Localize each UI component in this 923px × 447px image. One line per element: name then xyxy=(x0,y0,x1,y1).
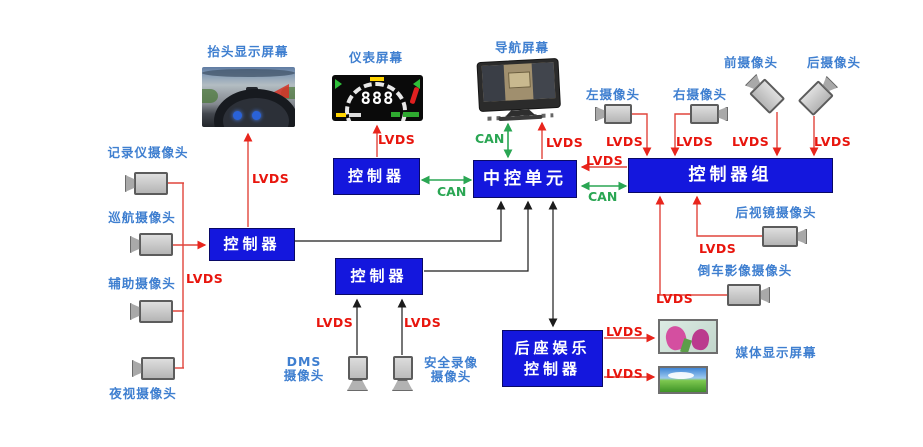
dms-camera-label-line1: DMS xyxy=(286,354,322,369)
lvds-label-instrument: LVDS xyxy=(378,132,416,147)
can-label-instrument: CAN xyxy=(437,184,467,199)
instrument-bottom-right-bar2 xyxy=(391,112,400,117)
navigation-center-view xyxy=(508,71,531,89)
navigation-right-panel xyxy=(531,62,556,100)
reverse-camera-label: 倒车影像摄像头 xyxy=(697,263,793,278)
instrument-left-indicator xyxy=(335,79,342,89)
reverse-camera-icon xyxy=(727,284,770,306)
right-camera-label: 右摄像头 xyxy=(672,87,727,102)
lvds-label-navigation: LVDS xyxy=(546,135,584,150)
lvds-label-dms: LVDS xyxy=(316,315,354,330)
lvds-label-front-camera: LVDS xyxy=(732,134,770,149)
dms-camera-label-line2: 摄像头 xyxy=(283,368,325,384)
instrument-bottom-left-bar2 xyxy=(349,113,361,117)
lvds-label-mirror: LVDS xyxy=(699,241,737,256)
cruise-camera-label: 巡航摄像头 xyxy=(108,210,176,225)
tulip-flower-2 xyxy=(690,327,711,352)
security-camera-icon xyxy=(392,356,413,391)
instrument-right-indicator xyxy=(413,79,420,89)
navigation-screen-label: 导航屏幕 xyxy=(494,40,549,55)
security-camera-label-line1: 安全录像 xyxy=(423,355,478,370)
lvds-label-hud: LVDS xyxy=(252,171,290,186)
navigation-left-panel xyxy=(481,64,506,102)
media-screen-tulips xyxy=(658,319,718,354)
night-vision-camera-icon xyxy=(132,357,175,380)
instrument-bottom-left-bar1 xyxy=(336,113,346,117)
rear-camera-label: 后摄像头 xyxy=(806,55,861,70)
landscape-cloud xyxy=(668,372,694,379)
lvds-label-media1: LVDS xyxy=(606,324,644,339)
instrument-bottom-right-bar1 xyxy=(403,112,419,117)
can-label-group: CAN xyxy=(588,189,618,204)
rear-entertainment-box: 后座娱乐 控制器 xyxy=(502,330,603,387)
lvds-label-reverse: LVDS xyxy=(656,291,694,306)
front-camera-icon xyxy=(743,72,786,115)
security-camera-label-line2: 摄像头 xyxy=(430,369,472,385)
navigation-screen-image xyxy=(476,57,561,123)
security-camera-label: 安全录像 摄像头 xyxy=(416,355,486,385)
lvds-label-security: LVDS xyxy=(404,315,442,330)
recorder-camera-label: 记录仪摄像头 xyxy=(107,145,189,160)
hud-steering-wheel xyxy=(214,89,295,127)
front-camera-label: 前摄像头 xyxy=(723,55,778,70)
instrument-speed-value: 888 xyxy=(360,89,395,109)
hud-cloud xyxy=(202,69,295,77)
hud-gauge-right xyxy=(252,111,261,120)
navigation-base xyxy=(498,114,543,122)
media-screen-landscape xyxy=(658,366,708,394)
dms-controller-text: 控制器 xyxy=(350,267,408,286)
can-label-navigation: CAN xyxy=(475,131,505,146)
instrument-controller-box: 控制器 xyxy=(333,158,420,195)
hud-gauge-left xyxy=(233,111,242,120)
mirror-camera-icon xyxy=(762,226,807,247)
assist-camera-label: 辅助摄像头 xyxy=(108,276,176,291)
central-unit-text: 中控单元 xyxy=(483,168,567,189)
hud-screen-label: 抬头显示屏幕 xyxy=(207,44,289,59)
left-camera-label: 左摄像头 xyxy=(585,87,640,102)
instrument-screen-image: 888 xyxy=(332,75,423,121)
night-vision-camera-label: 夜视摄像头 xyxy=(109,386,177,401)
instrument-speed-arc xyxy=(345,82,407,121)
hud-controller-box: 控制器 xyxy=(209,228,295,261)
mirror-camera-label: 后视镜摄像头 xyxy=(735,205,817,220)
instrument-top-bar xyxy=(370,77,384,81)
lvds-label-rear-camera: LVDS xyxy=(814,134,852,149)
right-camera-icon xyxy=(690,104,728,124)
controller-group-box: 控制器组 xyxy=(628,158,833,193)
left-camera-icon xyxy=(595,104,632,124)
lvds-label-left-cameras: LVDS xyxy=(186,271,224,286)
lvds-label-left-camera: LVDS xyxy=(606,134,644,149)
recorder-camera-icon xyxy=(125,172,168,195)
assist-camera-icon xyxy=(130,300,173,323)
central-unit-box: 中控单元 xyxy=(473,160,577,198)
lvds-label-media2: LVDS xyxy=(606,366,644,381)
hud-screen-image xyxy=(202,67,295,127)
hud-trees-left xyxy=(202,89,218,103)
cruise-camera-icon xyxy=(130,233,173,256)
controller-group-text: 控制器组 xyxy=(688,165,773,186)
dms-camera-label: DMS 摄像头 xyxy=(274,354,334,384)
lvds-label-group-to-central: LVDS xyxy=(586,153,624,168)
rear-camera-icon xyxy=(797,74,840,117)
lvds-label-right-camera: LVDS xyxy=(676,134,714,149)
media-screen-label: 媒体显示屏幕 xyxy=(735,345,817,360)
dms-camera-icon xyxy=(347,356,368,391)
dms-controller-box: 控制器 xyxy=(335,258,423,295)
hud-controller-text: 控制器 xyxy=(223,235,281,254)
rear-entertainment-text-line1: 后座娱乐 xyxy=(514,339,591,358)
instrument-controller-text: 控制器 xyxy=(347,167,405,186)
rear-entertainment-text-line2: 控制器 xyxy=(523,359,581,378)
instrument-screen-label: 仪表屏幕 xyxy=(348,50,403,65)
navigation-screen-content xyxy=(481,62,556,102)
